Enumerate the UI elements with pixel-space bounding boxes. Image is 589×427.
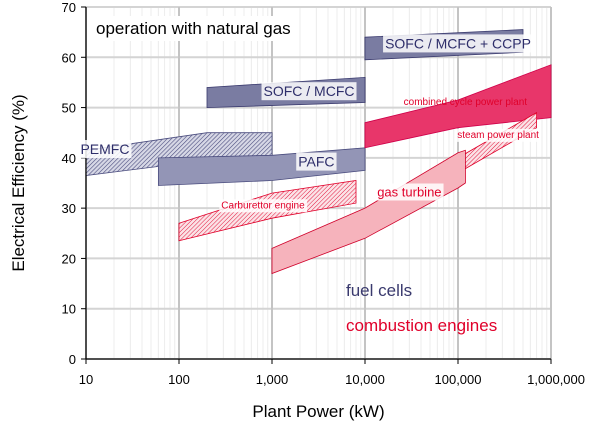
y-axis-title: Electrical Efficiency (%) — [9, 94, 28, 271]
label-pafc: PAFC — [298, 154, 334, 170]
y-tick-label: 10 — [62, 302, 76, 317]
label-steam-power-plant: steam power plant — [457, 130, 539, 141]
x-tick-label: 100,000 — [435, 372, 482, 387]
title-background — [92, 16, 295, 41]
x-tick-label: 1,000,000 — [527, 372, 585, 387]
label-background — [296, 152, 337, 171]
y-tick-label: 30 — [62, 201, 76, 216]
label-background — [383, 34, 533, 53]
label-background — [375, 183, 444, 201]
label-background — [78, 140, 132, 159]
y-tick-label: 40 — [62, 151, 76, 166]
label-sofc-mcfc-ccpp: SOFC / MCFC + CCPP — [385, 35, 531, 51]
x-tick-label: 10,000 — [345, 372, 385, 387]
y-tick-label: 50 — [62, 101, 76, 116]
label-combined-cycle-power-plant: combined cycle power plant — [404, 97, 528, 108]
legend-combustion-engines: combustion engines — [346, 316, 497, 335]
label-gas-turbine: gas turbine — [377, 184, 441, 199]
chart-title: operation with natural gas — [96, 19, 291, 38]
label-background — [219, 199, 308, 213]
x-tick-label: 10 — [79, 372, 93, 387]
label-pemfc: PEMFC — [80, 141, 129, 157]
x-axis-title: Plant Power (kW) — [252, 402, 384, 421]
y-tick-label: 20 — [62, 251, 76, 266]
x-tick-label: 100 — [168, 372, 190, 387]
labels: PEMFC PAFC SOFC / MCFC SOFC / MCFC + CCPP co… — [78, 34, 542, 213]
label-background — [455, 128, 542, 142]
series-layer — [85, 29, 552, 275]
y-tick-label: 60 — [62, 50, 76, 65]
x-tick-label: 1,000 — [256, 372, 289, 387]
area-combined-cycle-power-plant — [364, 64, 552, 149]
grid — [85, 6, 552, 360]
legend-fuel-cells: fuel cells — [346, 281, 412, 300]
label-background — [261, 82, 357, 101]
label-sofc-mcfc: SOFC / MCFC — [264, 83, 355, 99]
y-tick-label: 0 — [69, 352, 76, 367]
y-tick-label: 70 — [62, 0, 76, 15]
label-carburettor-engine: Carburettor engine — [221, 200, 305, 211]
